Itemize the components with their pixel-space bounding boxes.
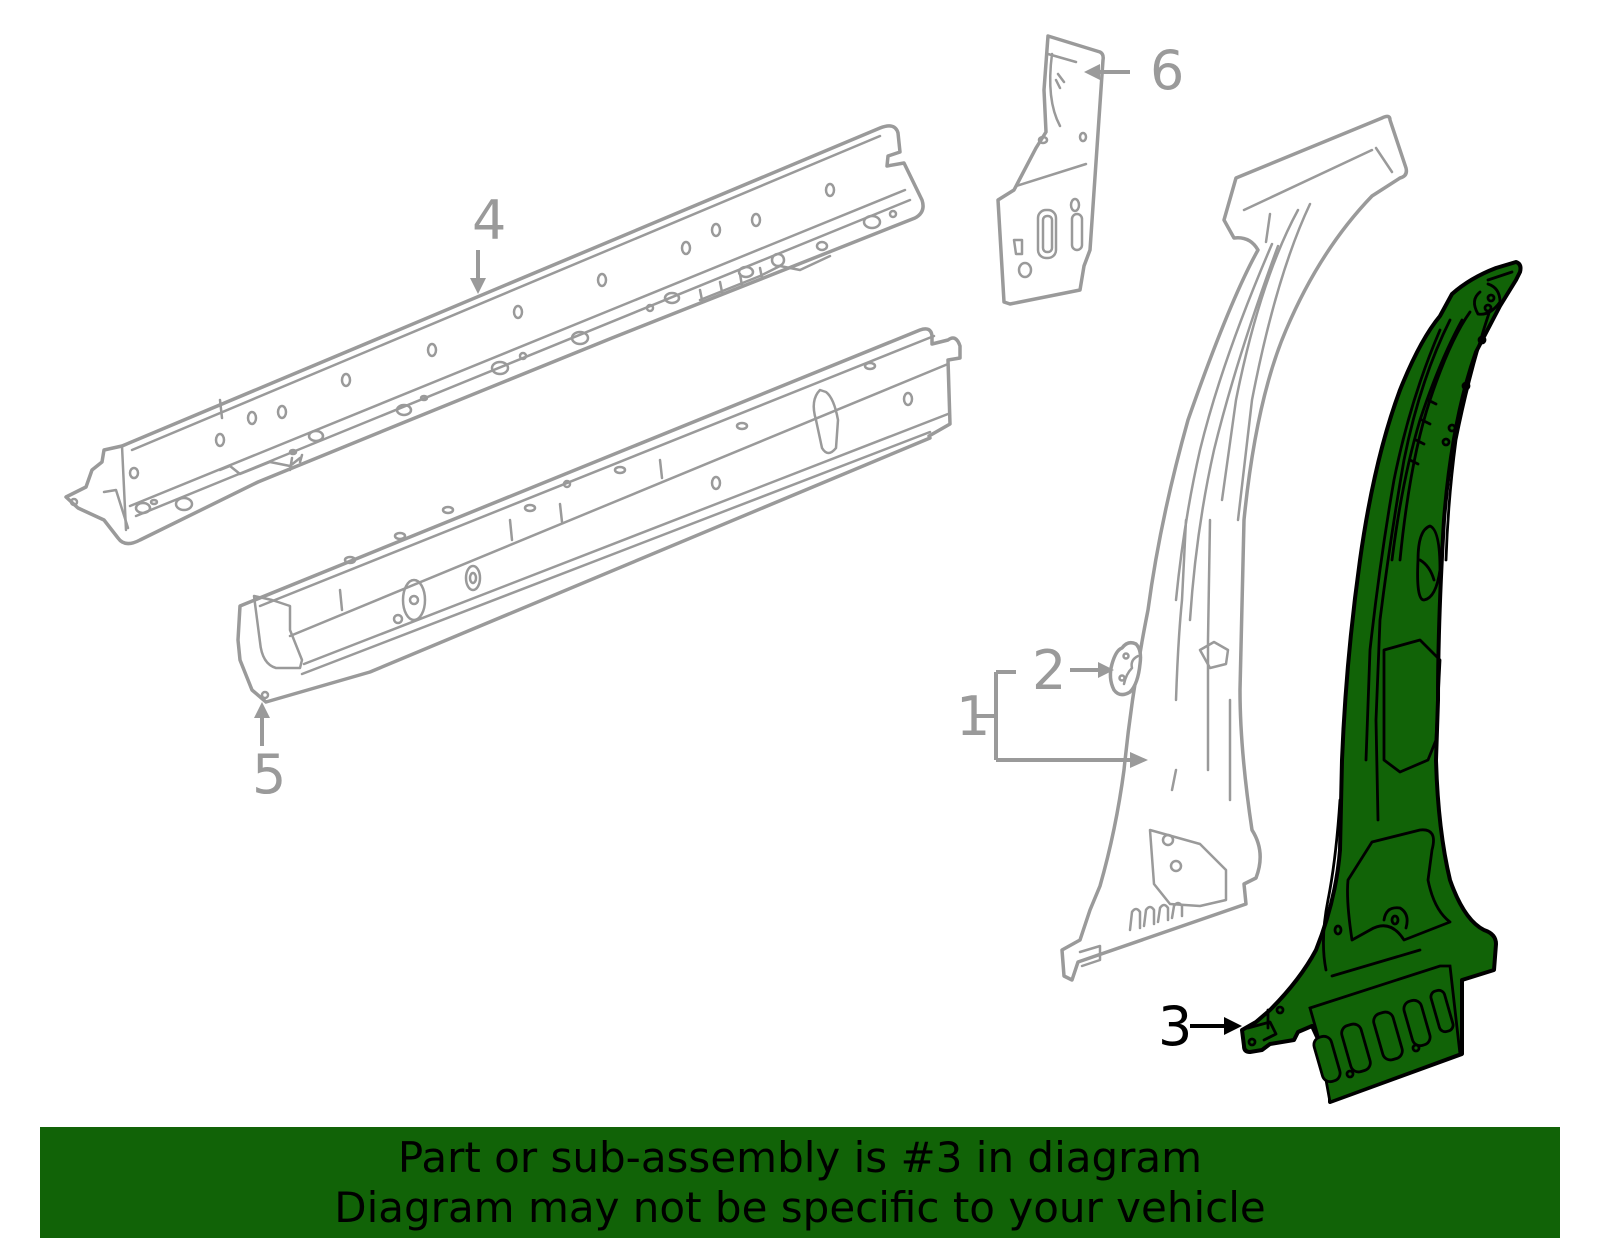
part-6-pillar-reinforcement[interactable] — [996, 34, 1105, 306]
part-info-banner: Part or sub-assembly is #3 in diagram Di… — [40, 1127, 1560, 1238]
banner-part-text: Part or sub-assembly is #3 in diagram — [397, 1132, 1203, 1182]
leader-line-5 — [254, 702, 270, 746]
part-1-center-pillar-outer[interactable] — [1060, 114, 1409, 982]
part-4-rocker-inner-rail[interactable] — [64, 124, 925, 546]
callout-2[interactable]: 2 — [1032, 639, 1067, 702]
part-5-rocker-outer[interactable] — [236, 327, 962, 704]
leader-line-4 — [470, 250, 486, 294]
callout-1[interactable]: 1 — [956, 685, 991, 748]
leader-line-1-2 — [976, 662, 1148, 768]
leader-line-3 — [1190, 1017, 1242, 1035]
callout-4[interactable]: 4 — [472, 189, 507, 252]
callout-3[interactable]: 3 — [1158, 995, 1193, 1058]
callout-5[interactable]: 5 — [252, 743, 287, 806]
part-3-center-pillar-inner[interactable] — [1240, 260, 1523, 1104]
banner-disclaimer-text: Diagram may not be specific to your vehi… — [334, 1182, 1266, 1232]
leader-line-6 — [1084, 64, 1130, 80]
part-2-bracket[interactable] — [1108, 640, 1143, 697]
callout-6[interactable]: 6 — [1150, 39, 1185, 102]
